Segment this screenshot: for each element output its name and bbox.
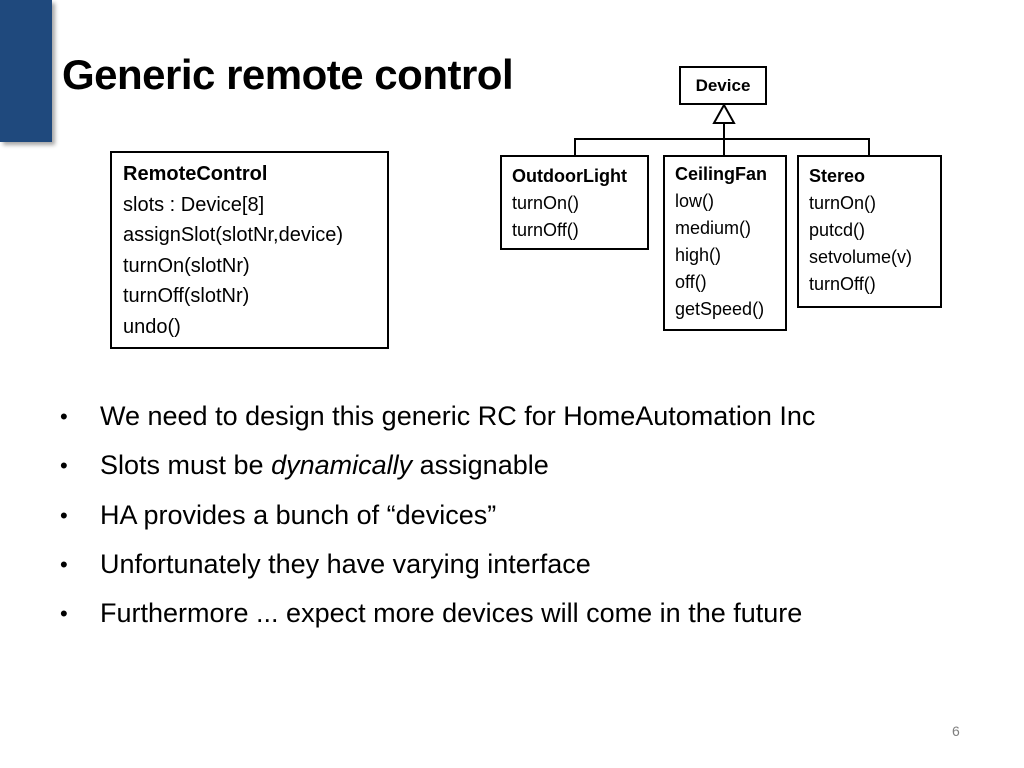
remote-control-member: turnOn(slotNr) <box>123 254 250 277</box>
generalization-arrow-icon <box>712 102 736 124</box>
title-accent-bar <box>0 0 52 142</box>
outdoor-light-class-name: OutdoorLight <box>512 166 627 186</box>
stereo-member: putcd() <box>809 220 866 240</box>
bullet-text: Furthermore ... expect more devices will… <box>100 598 803 629</box>
bullet-item: • Furthermore ... expect more devices wi… <box>60 589 815 638</box>
ceiling-fan-member: off() <box>675 272 707 292</box>
bullet-glyph: • <box>60 453 68 479</box>
bullet-item: • Unfortunately they have varying interf… <box>60 540 815 589</box>
bullet-glyph: • <box>60 404 68 429</box>
bullet-glyph: • <box>60 601 68 627</box>
ceiling-fan-member: medium() <box>675 218 752 238</box>
remote-control-member: turnOff(slotNr) <box>123 285 250 307</box>
ceiling-fan-class-name: CeilingFan <box>675 164 768 184</box>
stereo-class-name: Stereo <box>809 166 866 186</box>
stereo-member: setvolume(v) <box>809 247 913 267</box>
ceiling-fan-member: high() <box>675 245 722 265</box>
uml-class-device: Device <box>679 66 767 105</box>
bullet-text: HA provides a bunch of “devices” <box>100 499 497 530</box>
bullet-text: Unfortunately they have varying interfac… <box>100 548 591 579</box>
remote-control-member: slots : Device[8] <box>123 193 265 216</box>
page-number: 6 <box>952 723 960 739</box>
stereo-member: turnOn() <box>809 193 877 213</box>
remote-control-member: assignSlot(slotNr,device) <box>123 224 344 246</box>
uml-class-remote-control: RemoteControl slots : Device[8] assignSl… <box>110 151 389 349</box>
bullet-text-after: assignable <box>412 450 549 481</box>
ceiling-fan-member: low() <box>675 191 714 211</box>
bullet-item: • We need to design this generic RC for … <box>60 392 815 441</box>
uml-class-stereo: Stereo turnOn() putcd() setvolume(v) tur… <box>797 155 942 308</box>
remote-control-class-name: RemoteControl <box>123 163 268 185</box>
outdoor-light-member: turnOff() <box>512 220 579 240</box>
bullet-text: We need to design this generic RC for Ho… <box>100 401 816 431</box>
bullet-emphasis: dynamically <box>271 450 413 481</box>
bullet-glyph: • <box>60 551 68 577</box>
remote-control-member: undo() <box>123 315 181 338</box>
device-class-name: Device <box>695 76 751 95</box>
connector-bus-line <box>574 138 870 155</box>
bullet-item: • HA provides a bunch of “devices” <box>60 491 815 540</box>
outdoor-light-member: turnOn() <box>512 193 580 213</box>
bullet-glyph: • <box>60 502 68 528</box>
ceiling-fan-member: getSpeed() <box>675 299 765 319</box>
bullet-text-before: Slots must be <box>100 450 272 481</box>
slide-title: Generic remote control <box>62 51 514 98</box>
bullet-item: • Slots must be dynamically assignable <box>60 441 815 490</box>
bullet-list: • We need to design this generic RC for … <box>60 392 815 638</box>
uml-class-outdoor-light: OutdoorLight turnOn() turnOff() <box>500 155 649 250</box>
stereo-member: turnOff() <box>809 274 876 294</box>
uml-class-ceiling-fan: CeilingFan low() medium() high() off() g… <box>663 155 787 331</box>
